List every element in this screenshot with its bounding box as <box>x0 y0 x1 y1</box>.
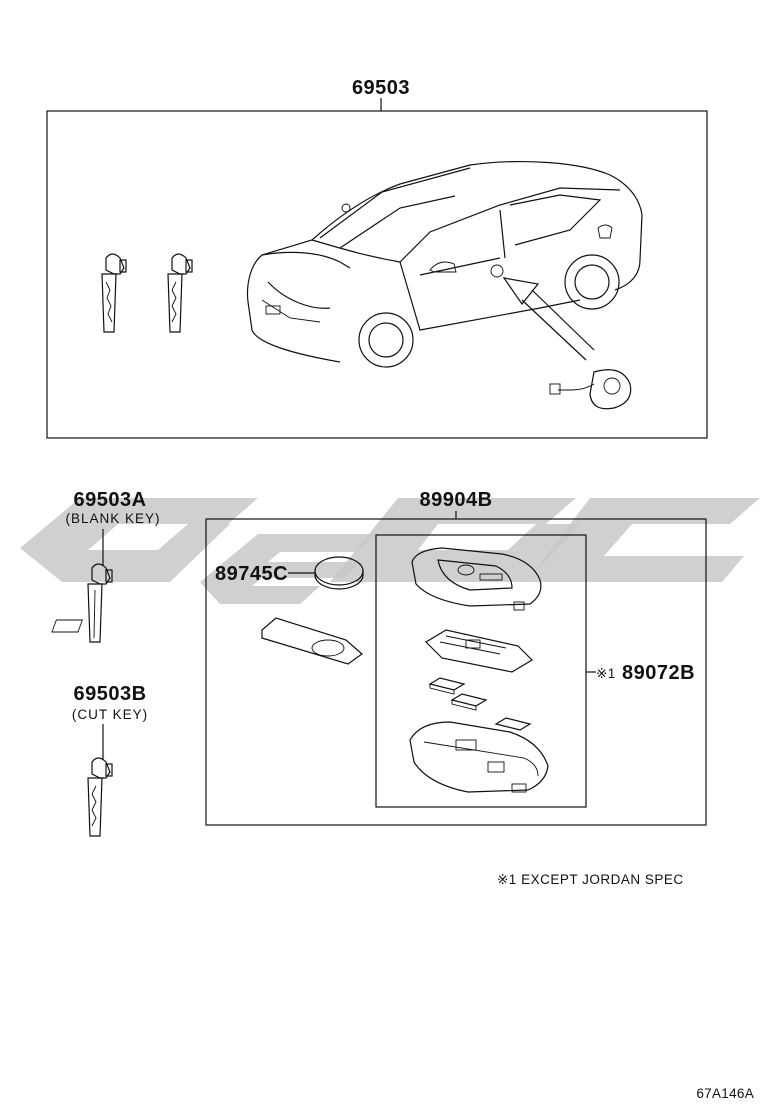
part-number-89072B: 89072B <box>622 662 695 684</box>
key-fob-buttons-icon <box>428 677 532 731</box>
part-number-89745C: 89745C <box>215 563 288 585</box>
blank-key-label: (BLANK KEY) <box>65 511 160 526</box>
footnote: ※1 EXCEPT JORDAN SPEC <box>497 872 684 887</box>
vehicle-illustration <box>246 160 643 368</box>
key-fob-back-case-icon <box>409 721 549 793</box>
battery-icon <box>314 556 364 590</box>
transmitter-assembly-frame <box>205 518 707 826</box>
key-icon-left <box>101 253 127 333</box>
illustration-code: 67A146A <box>696 1086 754 1101</box>
note-marker-89072B: ※1 <box>596 666 616 681</box>
door-sensor-icon <box>549 369 632 410</box>
part-number-89904B: 89904B <box>419 489 492 511</box>
cut-key-icon <box>87 757 113 837</box>
key-icon-right <box>167 253 193 333</box>
part-number-69503: 69503 <box>352 77 410 99</box>
part-number-69503A: 69503A <box>73 489 146 511</box>
watermark-shape-2 <box>200 534 378 604</box>
cut-key-label: (CUT KEY) <box>72 707 148 722</box>
main-assembly-frame <box>46 110 708 439</box>
part-number-69503B: 69503B <box>73 683 146 705</box>
blank-key-icon <box>87 563 113 643</box>
location-arrow <box>502 277 595 361</box>
key-fob-circuit-board-icon <box>425 629 533 673</box>
watermark-shape-1 <box>20 498 258 582</box>
key-fob-cover-icon <box>411 547 542 611</box>
battery-holder-icon <box>51 617 363 665</box>
transmitter-case-frame <box>375 534 587 808</box>
